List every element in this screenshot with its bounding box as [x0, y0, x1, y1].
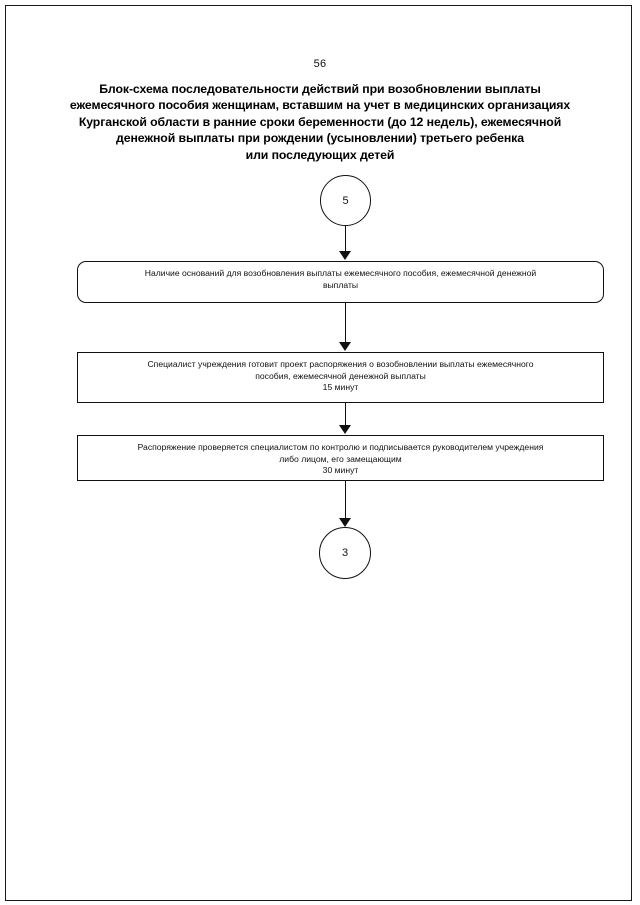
flow-node-order-verified-box-duration: 30 минут	[322, 465, 359, 476]
connector-arrow-4-line	[345, 481, 346, 519]
connector-arrow-3-head	[339, 425, 351, 434]
flow-node-start-circle-5-label: 5	[342, 194, 349, 207]
title-line-4: денежной выплаты при рождении (усыновлен…	[116, 131, 524, 146]
flow-node-specialist-prepares-box: Специалист учреждения готовит проект рас…	[77, 352, 604, 403]
flow-node-end-circle-3: 3	[319, 527, 371, 579]
connector-arrow-2-head	[339, 342, 351, 351]
flow-node-order-verified-box-line-1: Распоряжение проверяется специалистом по…	[137, 442, 544, 452]
flow-node-grounds-box-line-2: выплаты	[322, 279, 359, 290]
page-number: 56	[313, 58, 327, 70]
title-line-3: Курганской области в ранние сроки береме…	[78, 114, 562, 129]
flow-node-grounds-box: Наличие оснований для возобновления выпл…	[77, 261, 604, 303]
title-line-1: Блок-схема последовательности действий п…	[99, 82, 541, 96]
connector-arrow-1-head	[339, 251, 351, 260]
connector-arrow-1-line	[345, 226, 346, 253]
flow-node-specialist-prepares-box-line-1: Специалист учреждения готовит проект рас…	[147, 359, 534, 369]
flow-node-start-circle-5: 5	[320, 175, 371, 226]
connector-arrow-4-head	[339, 518, 351, 527]
connector-arrow-2-line	[345, 303, 346, 342]
flow-node-order-verified-box-line-2: либо лицом, его замещающим	[279, 453, 402, 464]
flow-node-order-verified-box: Распоряжение проверяется специалистом по…	[77, 435, 604, 481]
title-line-2: ежемесячного пособия женщинам, вставшим …	[69, 98, 571, 113]
connector-arrow-3-line	[345, 403, 346, 426]
title-line-5: или последующих детей	[245, 147, 395, 162]
document-title: Блок-схема последовательности действий п…	[68, 81, 572, 163]
flow-node-end-circle-3-label: 3	[341, 547, 349, 559]
flow-node-grounds-box-line-1: Наличие оснований для возобновления выпл…	[144, 268, 537, 278]
flow-node-specialist-prepares-box-duration: 15 минут	[322, 382, 359, 393]
flow-node-specialist-prepares-box-line-2: пособия, ежемесячной денежной выплаты	[255, 370, 426, 381]
